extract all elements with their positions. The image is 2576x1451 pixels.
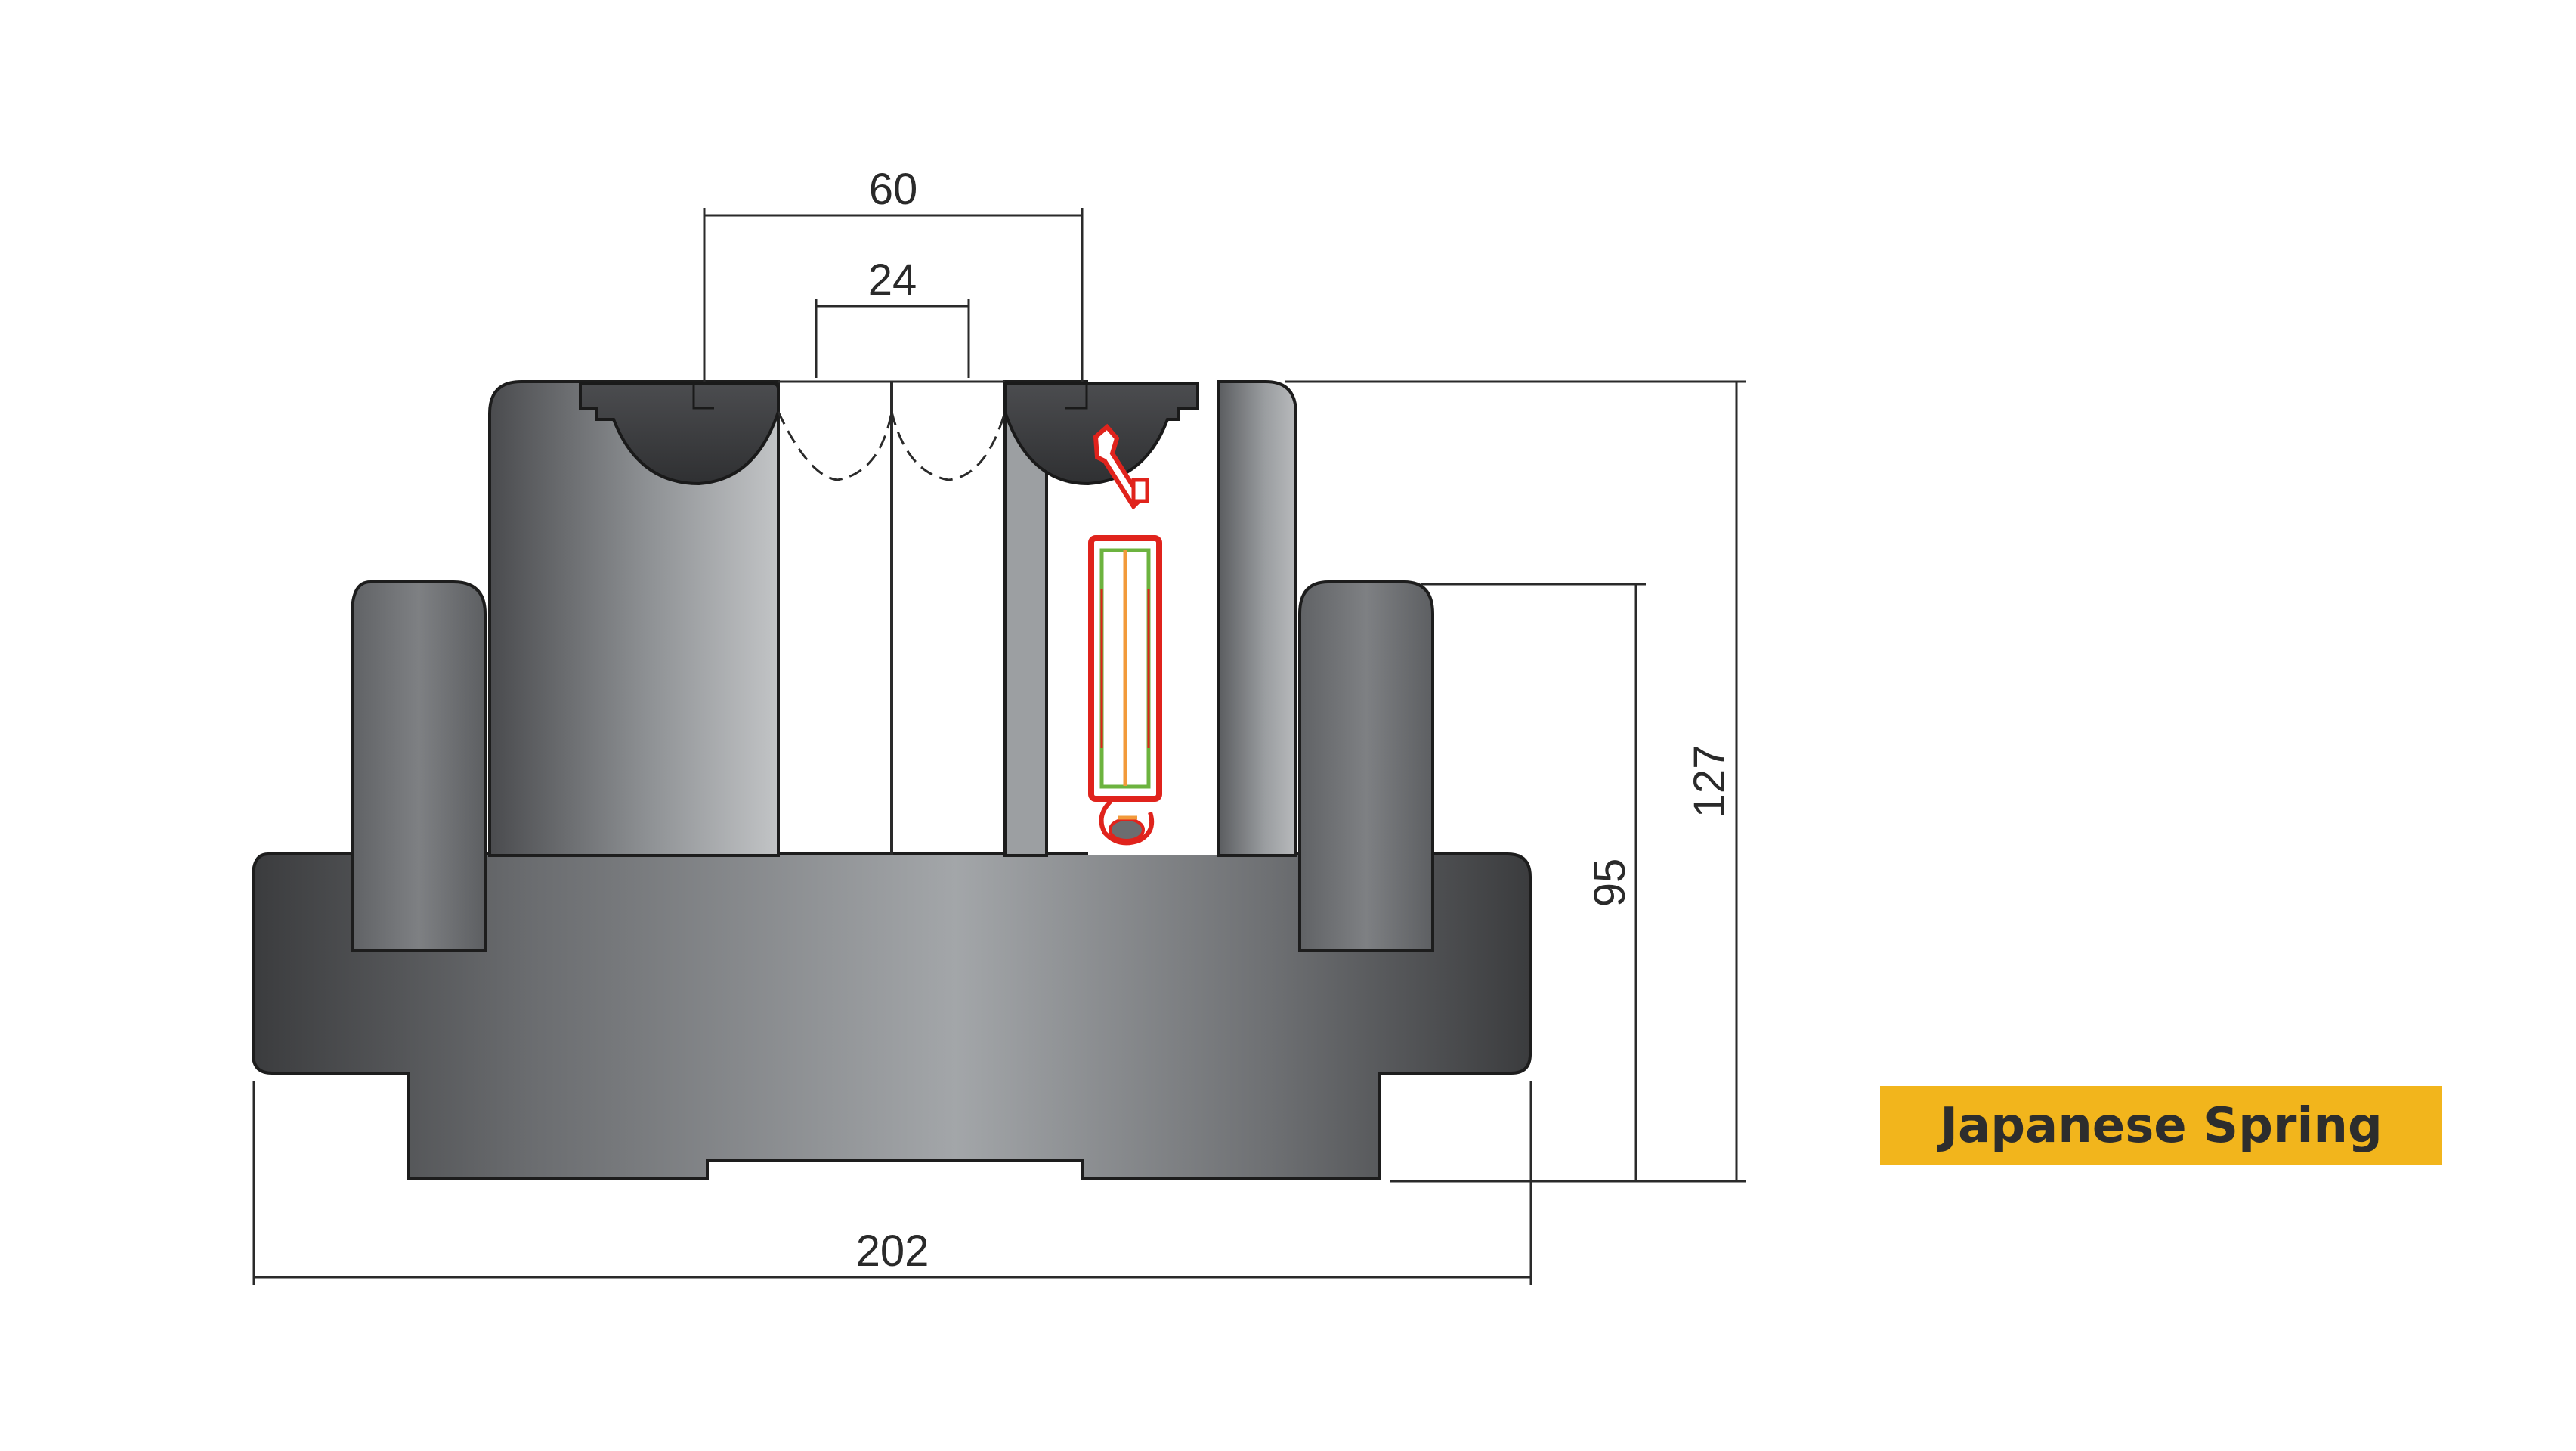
dimension-127-label: 127 [1685, 745, 1734, 818]
spring-assembly [1088, 423, 1162, 846]
dashed-profile-left [777, 411, 893, 481]
right-side-block [1298, 580, 1434, 952]
dimension-24: 24 [815, 255, 970, 378]
right-pillar [1003, 380, 1048, 857]
product-label: Japanese Spring [1880, 1086, 2442, 1165]
dimension-24-label: 24 [868, 255, 917, 305]
base-plate [252, 852, 1532, 1180]
left-side-block [351, 580, 487, 952]
dimension-60-label: 60 [869, 165, 918, 214]
product-label-text: Japanese Spring [1940, 1097, 2383, 1154]
dimension-202: 202 [252, 1081, 1532, 1285]
dimension-202-label: 202 [856, 1227, 929, 1276]
dimension-95: 95 [1421, 583, 1646, 1181]
dimension-60: 60 [703, 165, 1084, 382]
dimension-127: 127 [1285, 380, 1746, 1183]
dimension-95-label: 95 [1585, 859, 1634, 908]
dashed-profile-right [890, 411, 1007, 481]
right-pillar-outer [1217, 380, 1297, 857]
top-left-cap [579, 382, 780, 486]
left-pillar [488, 380, 780, 857]
